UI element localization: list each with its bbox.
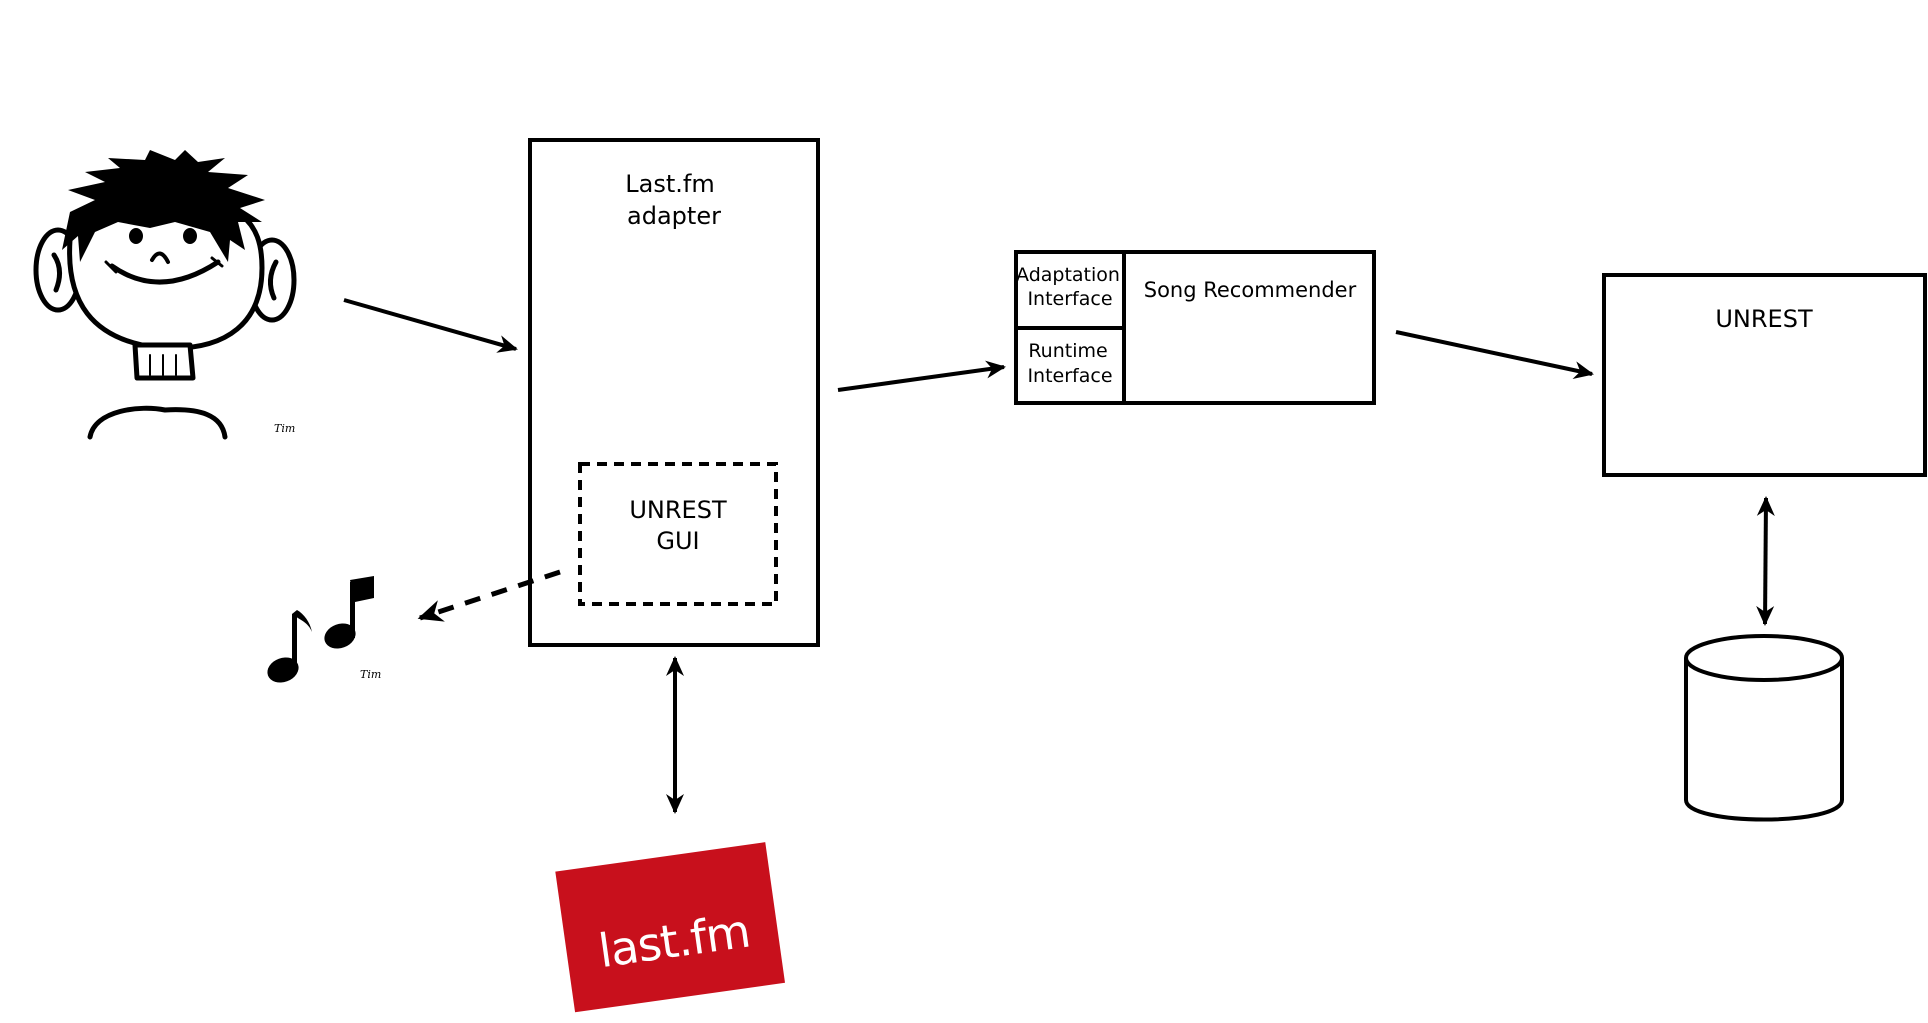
arrow-gui-to-music [417,569,561,622]
arrow-user-to-adapter [343,298,518,353]
unrest-server-title: UNREST [1715,305,1813,333]
adapter-title-line2: adapter [627,202,721,230]
runtime-interface-line2: Interface [1027,365,1112,387]
music-signature: Tim [360,668,381,681]
arrow-unrest-database [1756,496,1775,626]
database-cylinder-icon [1684,634,1844,822]
arrow-recommender-to-unrest [1395,330,1594,380]
lastfm-logo-background [555,842,786,1013]
runtime-interface-line1: Runtime [1028,340,1107,362]
song-recommender-title: Song Recommender [1144,278,1357,302]
lastfm-logo-icon: last.fm [555,842,786,1013]
unrest-server-box [1602,273,1927,477]
arrow-adapter-to-recommender [837,360,1006,392]
unrest-gui-line1: UNREST [629,496,727,524]
user-signature: Tim [274,422,295,435]
unrest-gui-box [578,462,778,606]
adaptation-interface-line2: Interface [1027,288,1112,310]
right-eye [183,228,197,244]
adapter-title-line1: Last.fm [625,170,714,198]
boy-face-icon [33,150,297,440]
left-eye [129,228,143,244]
adaptation-interface-line1: Adaptation [1016,264,1120,286]
music-notes-icon [267,576,374,683]
unrest-gui-line2: GUI [656,527,699,555]
hair [62,150,265,262]
lastfm-adapter-box [528,138,820,647]
